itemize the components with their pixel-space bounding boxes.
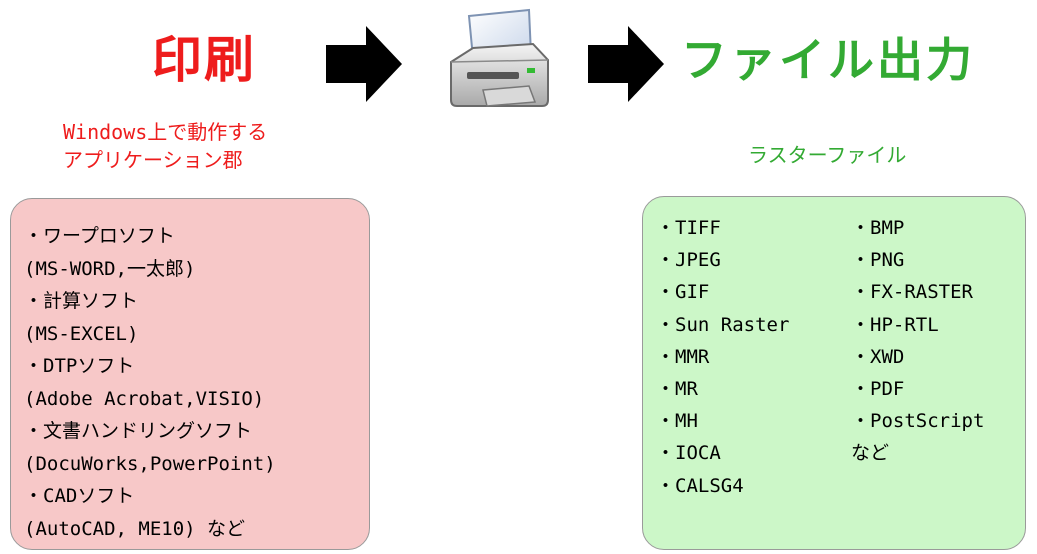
formats-column-1: ・TIFF ・JPEG ・GIF ・Sun Raster ・MMR ・MR ・M…: [656, 212, 836, 502]
list-item: ・計算ソフト: [24, 290, 139, 312]
list-item: (MS-EXCEL): [24, 322, 139, 345]
applications-box: [10, 198, 370, 550]
raster-file-caption: ラスターファイル: [748, 143, 907, 167]
list-item: ・CALSG4: [656, 474, 744, 497]
list-item: ・TIFF: [656, 217, 721, 239]
caption-line: Windows上で動作する: [63, 120, 268, 144]
printer-icon: [447, 6, 552, 116]
file-output-title: ファイル出力: [681, 33, 975, 87]
list-item: など: [851, 442, 890, 465]
list-item: ・XWD: [851, 345, 905, 368]
list-item: ・CADソフト: [24, 485, 135, 507]
right-arrow-icon: [586, 24, 666, 104]
list-item: ・BMP: [851, 217, 905, 239]
list-item: (Adobe Acrobat,VISIO): [24, 387, 265, 410]
list-item: ・Sun Raster: [656, 313, 790, 336]
caption-line: アプリケーション郡: [63, 148, 243, 172]
formats-box: [642, 196, 1026, 550]
list-item: ・HP-RTL: [851, 313, 939, 336]
list-item: ・ワープロソフト: [24, 225, 175, 247]
list-item: ・文書ハンドリングソフト: [24, 420, 253, 442]
list-item: (AutoCAD, ME10) など: [24, 517, 246, 540]
print-title: 印刷: [152, 31, 256, 89]
list-item: ・MR: [656, 378, 698, 401]
list-item: ・PostScript: [851, 410, 985, 433]
list-item: ・DTPソフト: [24, 355, 135, 377]
list-item: ・MMR: [656, 345, 710, 368]
right-arrow-icon: [324, 24, 404, 104]
list-item: ・PNG: [851, 249, 905, 272]
list-item: ・MH: [656, 410, 698, 433]
list-item: ・IOCA: [656, 442, 721, 465]
list-item: (DocuWorks,PowerPoint): [24, 452, 276, 475]
list-item: ・GIF: [656, 281, 710, 304]
list-item: ・FX-RASTER: [851, 281, 973, 304]
list-item: ・JPEG: [656, 249, 721, 272]
formats-column-2: ・BMP ・PNG ・FX-RASTER ・HP-RTL ・XWD ・PDF ・…: [851, 212, 1026, 470]
list-item: (MS-WORD,一太郎): [24, 257, 196, 280]
applications-list: ・ワープロソフト (MS-WORD,一太郎) ・計算ソフト (MS-EXCEL)…: [24, 220, 364, 545]
applications-caption: Windows上で動作する アプリケーション郡: [63, 118, 363, 174]
list-item: ・PDF: [851, 378, 905, 401]
